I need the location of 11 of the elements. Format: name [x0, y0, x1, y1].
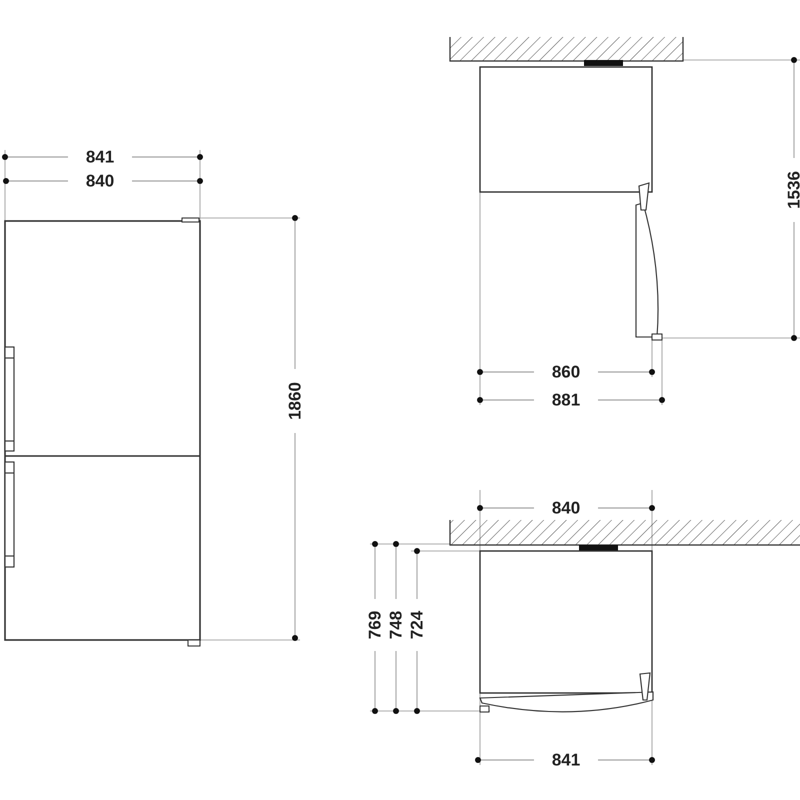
dimension-label: 1536: [786, 171, 800, 209]
dimension-label: 860: [552, 364, 580, 380]
dimension-label: 724: [408, 610, 426, 640]
dimension-label: 840: [86, 172, 114, 190]
dimension-label: 841: [86, 148, 114, 166]
dimension-label: 1860: [286, 382, 304, 420]
dimension-label: 841: [552, 752, 580, 768]
dimension-label: 840: [552, 500, 580, 516]
dimension-label: 748: [388, 610, 404, 640]
dimension-label: 769: [366, 610, 384, 640]
dimension-label: 881: [552, 392, 580, 408]
